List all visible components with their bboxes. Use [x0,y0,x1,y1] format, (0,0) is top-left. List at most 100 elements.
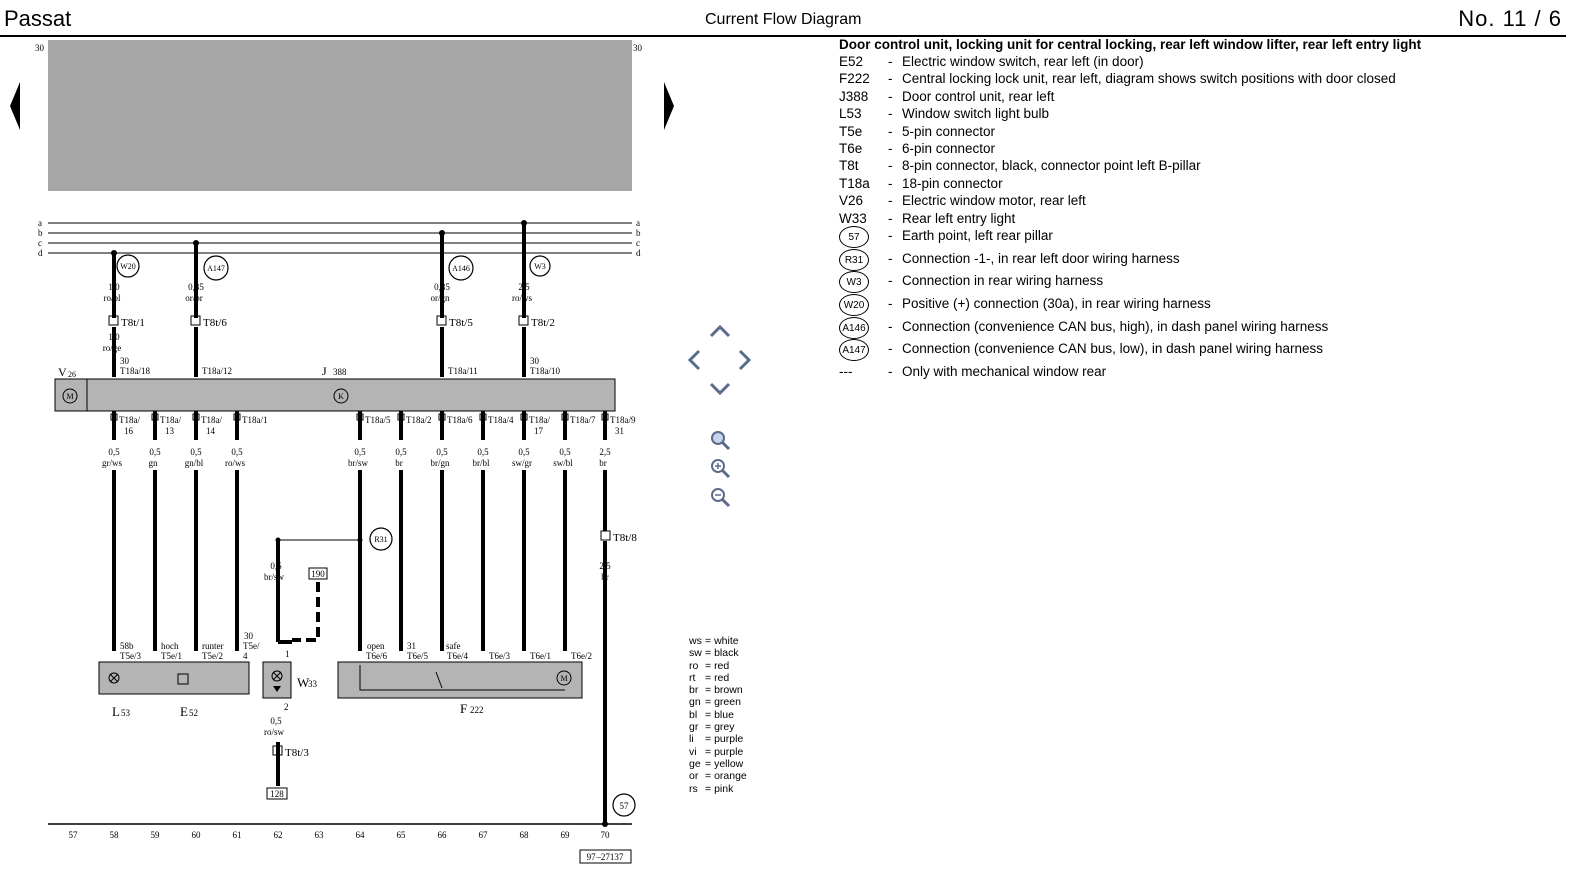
legend-circle: A147 [839,339,869,362]
pan-right-icon[interactable] [738,348,752,372]
ref-190: 190 [311,569,325,579]
legend-row: W3 - Connection in rear wiring harness [839,271,1559,296]
e52-func: hoch [161,641,179,651]
pan-left-icon[interactable] [687,348,701,372]
color-code: ws [689,635,702,647]
zoom-out-icon[interactable] [709,486,733,510]
color-name: brown [714,684,743,697]
l53-label: L [112,704,120,719]
e52-func: 58b [120,641,134,651]
motor-symbol: M [66,392,73,401]
legend-dash: - [888,193,893,209]
wire-size: 1,0 [108,282,120,292]
wire-color: br [601,572,609,582]
legend-desc: Rear left entry light [902,210,1016,226]
legend-row: J388 - Door control unit, rear left [839,89,1559,106]
legend-dash: - [888,250,893,266]
connector-t8t3: T8t/3 [285,747,309,759]
legend-row: V26 - Electric window motor, rear left [839,193,1559,210]
color-name: purple [714,733,744,746]
wire-size: 0,35 [434,282,450,292]
j388-control-unit [86,378,616,412]
color-code: ro [689,659,699,672]
legend-desc: 6-pin connector [902,140,996,156]
legend-dash: - [888,364,893,380]
f222-pin: T6e/1 [530,651,551,661]
bus-label-b-right: b [636,228,641,238]
track-number: 59 [151,830,161,840]
color-name: grey [714,721,735,734]
track-number: 63 [315,830,325,840]
header: Passat Current Flow Diagram No. 11 / 6 [0,0,1574,37]
wiring-diagram: 30 30 a b c d a b c d [35,40,643,864]
pan-down-icon[interactable] [708,382,732,396]
bottom-pin: T18a/ [119,415,140,425]
f222-lock-unit-box [337,661,583,699]
bottom-pin: T18a/ [160,415,181,425]
earth-57: 57 [620,801,630,811]
wire-color: or/gn [431,293,450,303]
wire-size: 0,5 [559,447,571,457]
motor-symbol: M [560,674,567,683]
wire-color: ro/bl [104,293,121,303]
legend-circle: R31 [839,248,869,271]
bus-label-a: a [38,218,42,228]
terminal-30: 30 [120,356,130,366]
legend-row: --- - Only with mechanical window rear [839,364,1559,381]
color-name: red [714,671,730,684]
legend-desc: Earth point, left rear pillar [902,227,1053,243]
color-name: purple [714,745,744,758]
w33-light-box [262,661,292,699]
wire-size: 0,5 [354,447,366,457]
color-code: or [689,770,699,783]
legend-desc: Positive (+) connection (30a), in rear w… [902,295,1211,311]
bottom-pin: T18a/4 [488,415,514,425]
color-code-row: gn= green [689,696,741,709]
color-name: yellow [714,757,744,770]
wire-size: 0,5 [518,447,530,457]
color-name: black [714,647,739,660]
wire-color: sw/gr [512,458,532,468]
legend-desc: Window switch light bulb [902,106,1050,122]
bottom-pins: T18a/160,5gr/wsT18a/130,5gnT18a/140,5gn/… [102,411,636,468]
wire-color: gr/ws [102,458,122,468]
wire-size: 0,35 [188,282,204,292]
pan-up-icon[interactable] [708,324,732,338]
legend-desc: 18-pin connector [902,175,1003,191]
bottom-pin-2: 31 [615,426,624,436]
legend-dash: - [888,71,893,87]
wire-size: 0,5 [149,447,161,457]
wire-color: br/sw [348,458,369,468]
bottom-pin-2: 17 [534,426,544,436]
legend-code: --- [839,364,853,380]
bottom-pin-2: 16 [124,426,134,436]
previous-page-arrow-icon[interactable] [8,82,22,130]
w33-label: W [297,675,310,690]
f222-func: safe [446,641,461,651]
terminal-30-right: 30 [633,43,643,53]
next-page-arrow-icon[interactable] [662,82,676,130]
j388-sub: 388 [333,367,347,377]
legend-dash: - [888,295,893,311]
color-name: orange [714,770,747,783]
legend-row: 57 - Earth point, left rear pillar [839,225,1559,251]
wire-size: 0,5 [395,447,407,457]
track-number: 66 [438,830,448,840]
e52-switch-box [98,661,250,695]
f222-pin: T6e/6 [366,651,387,661]
bottom-pin: T18a/9 [610,415,636,425]
color-code: gr [689,721,699,734]
zoom-fit-icon[interactable] [709,429,733,453]
vehicle-model: Passat [4,6,72,31]
header-divider [0,35,1566,37]
zoom-in-icon[interactable] [709,457,733,481]
legend-circle: 57 [839,225,869,248]
legend-dash: - [888,341,893,357]
legend-desc: 5-pin connector [902,123,996,139]
legend-row: T18a - 18-pin connector [839,176,1559,193]
wire-size: 0,5 [108,447,120,457]
legend-code: T6e [839,140,863,156]
bottom-pin: T18a/1 [242,415,268,425]
wire-size: 0,5 [477,447,489,457]
